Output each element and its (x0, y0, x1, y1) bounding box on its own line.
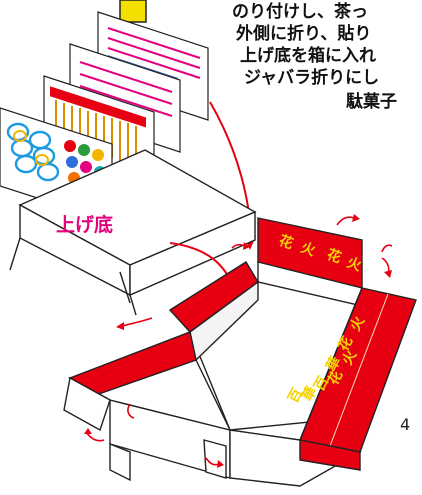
instruction-line-3: 上げ底を箱に入れ (240, 46, 376, 66)
page-number-fragment: 4 (400, 415, 410, 434)
instruction-line-2: 外側に折り、貼り (236, 24, 372, 44)
instruction-line-1: のり付けし、茶っ (232, 2, 368, 22)
open-box (63, 217, 417, 487)
fold-arrow-heads (84, 214, 392, 468)
yellow-tape (119, 0, 147, 23)
back-flap-kanji-1: 花 (277, 232, 296, 253)
back-flap-kanji: 花 火 花 火 (277, 232, 365, 275)
raised-bottom-label: 上げ底 (56, 214, 114, 236)
right-flap-kanji-b-1: 百 (285, 386, 306, 406)
back-flap-kanji-2: 火 (299, 240, 319, 260)
back-flap-kanji-3: 花 (325, 246, 344, 267)
raised-bottom-tray (9, 149, 257, 316)
back-flap-kanji-4: 火 (345, 255, 365, 275)
instruction-line-4: ジャバラ折りにし (244, 68, 380, 88)
right-flap-kanji-a-1: 百 (311, 374, 332, 394)
instruction-line-5: 駄菓子 (346, 92, 397, 112)
